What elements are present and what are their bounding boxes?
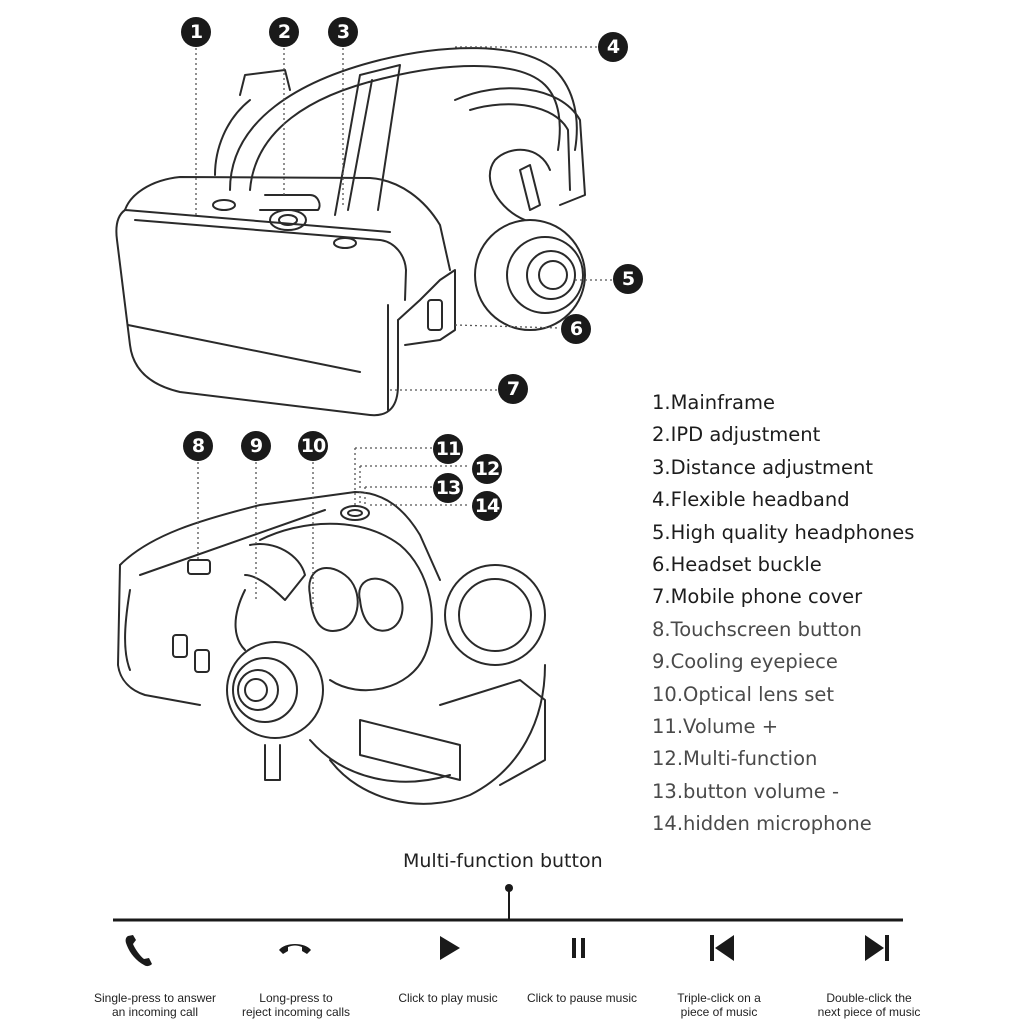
- function-label-next: Double-click the next piece of music: [794, 991, 944, 1019]
- play-icon: [440, 936, 460, 960]
- callout-6: 6: [561, 314, 591, 344]
- function-label-line: piece of music: [680, 1005, 758, 1019]
- function-label-play: Click to play music: [373, 991, 523, 1005]
- callout-13: 13: [433, 473, 463, 503]
- function-label-line: Double-click the: [826, 991, 912, 1005]
- phone-answer-icon: [125, 935, 152, 967]
- multifunction-title: Multi-function button: [403, 850, 603, 872]
- parts-legend: 1.Mainframe 2.IPD adjustment 3.Distance …: [652, 388, 914, 841]
- function-label-previous: Triple-click on a piece of music: [644, 991, 794, 1019]
- function-label-line: next piece of music: [817, 1005, 921, 1019]
- callout-7: 7: [498, 374, 528, 404]
- legend-item: 6.Headset buckle: [652, 552, 822, 576]
- legend-item: 7.Mobile phone cover: [652, 585, 863, 609]
- callout-5: 5: [613, 264, 643, 294]
- callout-3: 3: [328, 17, 358, 47]
- function-label-line: Triple-click on a: [677, 991, 761, 1005]
- function-label-pause: Click to pause music: [507, 991, 657, 1005]
- function-label-line: Click to play music: [398, 991, 498, 1005]
- legend-item: 14.hidden microphone: [652, 812, 872, 836]
- legend-item: 12.Multi-function: [652, 747, 818, 771]
- function-label-line: Single-press to answer: [93, 991, 217, 1005]
- legend-item: 13.button volume -: [652, 779, 840, 803]
- function-label-line: reject incoming calls: [241, 1005, 351, 1019]
- pause-icon: [572, 938, 585, 958]
- phone-hangup-icon: [279, 944, 311, 954]
- function-label-line: Click to pause music: [526, 991, 638, 1005]
- legend-item: 3.Distance adjustment: [652, 455, 873, 479]
- function-label-reject: Long-press to reject incoming calls: [221, 991, 371, 1019]
- next-track-icon: [865, 935, 889, 961]
- function-label-answer: Single-press to answer an incoming call: [80, 991, 230, 1019]
- legend-item: 4.Flexible headband: [652, 488, 850, 512]
- legend-item: 11.Volume +: [652, 714, 779, 738]
- callout-14: 14: [472, 491, 502, 521]
- callout-9: 9: [241, 431, 271, 461]
- callout-2: 2: [269, 17, 299, 47]
- previous-track-icon: [710, 935, 734, 961]
- function-label-line: an incoming call: [111, 1005, 199, 1019]
- callout-11: 11: [433, 434, 463, 464]
- legend-item: 9.Cooling eyepiece: [652, 650, 838, 674]
- function-label-line: Long-press to: [259, 991, 333, 1005]
- callout-4: 4: [598, 32, 628, 62]
- callout-12: 12: [472, 454, 502, 484]
- legend-item: 2.IPD adjustment: [652, 423, 821, 447]
- callout-1: 1: [181, 17, 211, 47]
- callout-10: 10: [298, 431, 328, 461]
- legend-item: 5.High quality headphones: [652, 520, 915, 544]
- callout-8: 8: [183, 431, 213, 461]
- legend-item: 10.Optical lens set: [652, 682, 835, 706]
- legend-item: 1.Mainframe: [652, 391, 775, 414]
- legend-item: 8.Touchscreen button: [652, 617, 862, 641]
